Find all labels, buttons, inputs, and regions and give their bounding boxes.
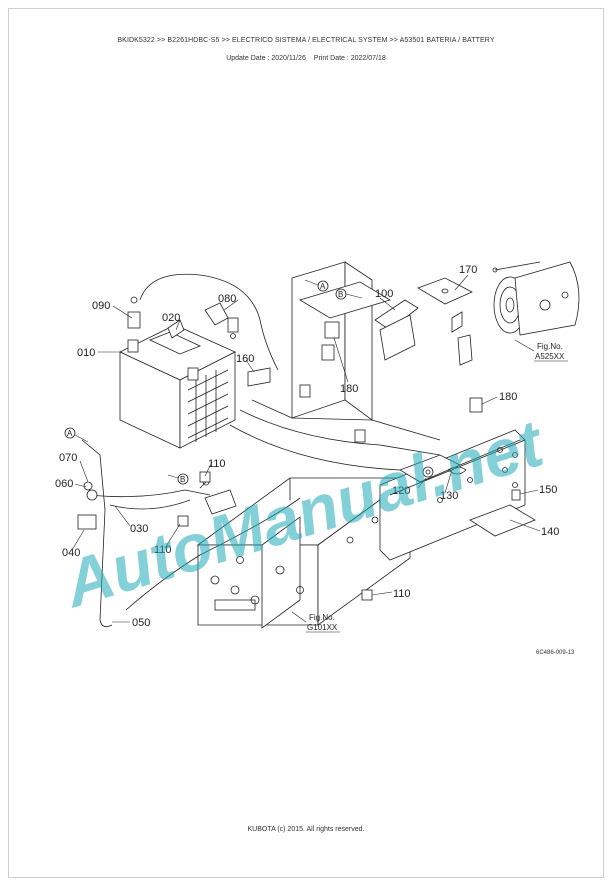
fig-ref-a525-label: Fig.No. <box>537 342 563 351</box>
starter-motor <box>492 261 580 336</box>
callout-110-lower: 110 <box>393 588 411 600</box>
marker-b-upper: B <box>338 290 343 299</box>
callout-140: 140 <box>541 526 559 538</box>
copyright-footer: KUBOTA (c) 2015. All rights reserved. <box>247 826 365 833</box>
callout-160: 160 <box>236 353 254 365</box>
part-170-plate <box>417 277 473 333</box>
callout-110-upper: 110 <box>208 458 226 470</box>
update-date: Update Date : 2020/11/26 <box>226 55 306 62</box>
page-frame <box>8 8 604 878</box>
print-date: Print Date : 2022/07/18 <box>313 55 386 62</box>
part-160 <box>247 367 271 387</box>
marker-a-lower: A <box>67 429 73 438</box>
callouts: 090 080 020 010 100 170 160 180 180 070 … <box>55 264 559 629</box>
positive-cable <box>127 273 279 371</box>
marker-a-upper: A <box>320 282 326 291</box>
callout-030: 030 <box>130 523 148 535</box>
callout-080: 080 <box>218 293 236 305</box>
fig-ref-g101-value: G101XX <box>307 623 338 632</box>
connection-markers: A B A B <box>64 279 363 485</box>
negative-cable <box>77 439 301 628</box>
leader-lines <box>71 274 541 623</box>
drawing-code: 6C486-009-13 <box>536 650 575 656</box>
callout-090: 090 <box>92 300 110 312</box>
breadcrumb: BKIDK5322 >> B2261HDBC-S5 >> ELECTRICO S… <box>117 37 495 44</box>
callout-050: 050 <box>132 617 150 629</box>
callout-040: 040 <box>62 547 80 559</box>
fig-ref-a525-value: A525XX <box>535 352 565 361</box>
callout-170: 170 <box>459 264 477 276</box>
part-140-cover <box>469 504 536 537</box>
part-100-bracket <box>374 299 419 361</box>
callout-150: 150 <box>539 484 557 496</box>
part-180-lower <box>469 397 483 413</box>
fig-ref-g101-label: Fig.No. <box>309 613 335 622</box>
callout-070: 070 <box>59 452 77 464</box>
callout-100: 100 <box>375 288 393 300</box>
callout-060: 060 <box>55 478 73 490</box>
callout-180-lower: 180 <box>499 391 517 403</box>
part-180-upper <box>324 321 340 339</box>
ground-terminal <box>399 439 521 483</box>
side-rail <box>379 429 526 561</box>
fig-ref-g101: Fig.No. G101XX <box>291 611 340 633</box>
part-150-bolt <box>511 489 521 501</box>
battery <box>119 324 236 449</box>
callout-180-upper: 180 <box>340 383 358 395</box>
callout-120: 120 <box>392 485 410 497</box>
fig-ref-a525: Fig.No. A525XX <box>514 339 568 362</box>
marker-b-lower: B <box>180 475 185 484</box>
date-line: Update Date : 2020/11/26 Print Date : 20… <box>0 55 612 62</box>
callout-010: 010 <box>77 347 95 359</box>
terminal-cover <box>457 334 473 366</box>
callout-130: 130 <box>440 490 458 502</box>
battery-bracket <box>229 261 441 471</box>
callout-020: 020 <box>162 312 180 324</box>
callout-110-left: 110 <box>154 544 172 556</box>
